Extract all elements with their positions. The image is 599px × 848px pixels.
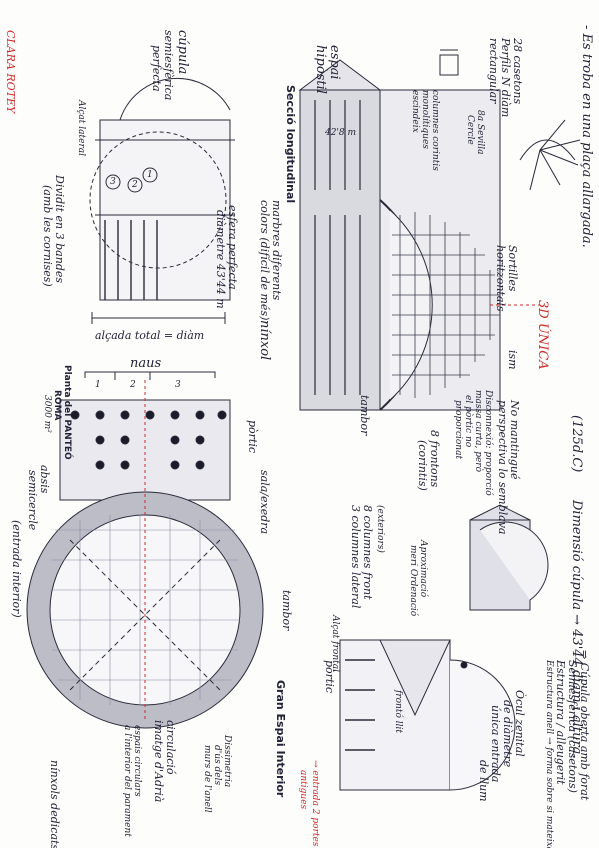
entrada-red-1: → entrada 2 portes [310, 760, 320, 847]
espais-circ-2: a l'interior del parament [122, 725, 132, 837]
longitudinal-section-drawing [298, 49, 581, 411]
frontal-label: frontó llit [393, 690, 403, 733]
measure-note: 42'8 m [325, 128, 357, 138]
portic-note: pòrtic [246, 420, 259, 454]
circled-2: 2 [132, 180, 138, 190]
circled-1: 1 [147, 170, 153, 180]
gran-espai-note: Gran Espai Interior [274, 680, 287, 798]
portic-label: pòrtic [323, 660, 336, 694]
aprox-note-1: Aproximació [418, 540, 428, 598]
tambor-side: tambor [358, 395, 371, 436]
frontal-elevation-drawing [339, 639, 516, 791]
circled-3: 3 [110, 177, 116, 187]
sphere-note-1: esfera perfecta [226, 205, 239, 290]
columnes-front-1: (exteriors) [375, 505, 385, 553]
dome-label: cúpula [175, 30, 190, 75]
nisos-note: nínxols dedicats a déus [48, 760, 61, 848]
plan-drawing [26, 371, 264, 729]
dissimetria-2: d'ús dels [212, 745, 222, 786]
oculus-note-3: única entrada [489, 705, 502, 783]
plan-title-3: 3000 m² [42, 395, 52, 433]
capital-note-3: escindeix [410, 90, 420, 133]
espais-circ-1: espais circulars [132, 725, 142, 797]
alcat-lateral: Alçat lateral [76, 100, 86, 156]
columnes-front-3: 3 columnes lateral [349, 505, 362, 609]
marbles-note-2: colors (difícil de més) [258, 200, 271, 321]
capital-note-2: monolítiques [420, 90, 430, 149]
intro-note: - Es troba en una plaça allargada. [579, 25, 594, 248]
aprox-note-2: meri Ordenació [408, 545, 418, 617]
dissimetria-1: Dissimetria [222, 735, 232, 788]
oculus-note-1: Òcul zenital [513, 690, 526, 757]
cubic-note-1: 8a Sevilla [475, 110, 485, 155]
espai-note-1: espai [327, 45, 342, 80]
entrada-red-2: antigues [298, 770, 308, 810]
columns-note-3: rectangular [487, 38, 500, 104]
date-note: (125d.C) [569, 415, 584, 473]
disconnexio-4: proporcionat [453, 400, 463, 460]
lateral-elevation-drawing [89, 77, 235, 324]
disconnexio-3: el pòrtic no [463, 395, 473, 448]
columnes-front-2: 8 columnes front [361, 505, 374, 600]
cupula-list-2: Semiesfèrica (casetons) [566, 660, 579, 793]
three-bands-2: (amb les cornises) [41, 185, 54, 287]
section-title: Secció longitudinal [284, 85, 297, 204]
naus-mark-2: 2 [130, 380, 136, 390]
oculus-note-4: de llum [477, 760, 490, 802]
ism-note: ism [506, 350, 519, 370]
sanitas-note-2: horitzontals [494, 245, 507, 312]
dissimetria-3: murs de l'anell [202, 745, 212, 813]
cupula-list-3: Estructura / alleugerit [554, 660, 567, 785]
no-mantain-2: perspectiva lo semblava [496, 400, 509, 535]
red-diagonal-note: 3D ÚNICA [535, 300, 550, 370]
semicercle-1: absis [38, 465, 51, 494]
plan-title-2: ROMA [52, 390, 62, 421]
cupula-list-4: Estructura anell → forma sobre si mateix… [544, 660, 554, 848]
interior-note: (entrada interior) [10, 520, 23, 618]
corinthian-2: (corintis) [416, 440, 429, 491]
dome-sub2: perfecta [150, 45, 163, 92]
capital-note-1: columnes corintis [430, 90, 440, 171]
naus-mark-3: 3 [175, 380, 181, 390]
marbles-note-1: marbres diferents [270, 200, 283, 301]
disconnexio-1: Disconnexió: proporció [483, 390, 493, 496]
naus-mark-1: 1 [95, 380, 101, 390]
columns-note-2: Perfils N diàm [499, 38, 512, 118]
semicercle-2: semicercle [26, 470, 39, 531]
perspective-drawing [469, 504, 549, 611]
sala-exedra-note: sala/exedra [258, 470, 271, 535]
corinthian-1: 8 frontons [428, 430, 441, 488]
no-mantain-1: No mantingué [508, 400, 521, 480]
disconnexio-2: massa curta, però [473, 390, 483, 473]
naus-label: naus [130, 356, 162, 371]
dome-sub: semiesfèrica [162, 30, 175, 101]
alcada-note: alçada total = diàm [95, 329, 205, 342]
ninxol-note: nínxol [257, 320, 272, 361]
sanitas-note-1: Sortilles [506, 245, 519, 292]
three-bands-1: Dividit en 3 bandes [53, 175, 66, 284]
columns-note-1: 28 casetons [511, 38, 524, 105]
sphere-note-2: diàmetre 43'44 m [214, 210, 227, 309]
cubic-note-2: Cercle [465, 115, 475, 145]
circulacio-2: imatge d'Adrià [152, 720, 165, 803]
plan-title-1: Planta del PANTEÓ [62, 365, 72, 460]
tambor-plan-note: tambor [280, 590, 293, 631]
oculus-note-2: de diàmetre [501, 700, 514, 768]
cupula-list-1: ⇒ Cúpula oberta amb forat [578, 650, 591, 801]
circulacio-1: circulació [164, 720, 177, 775]
espai-note-2: hipòstil [313, 45, 328, 94]
author-name: CLARA ROTEY [4, 30, 17, 114]
